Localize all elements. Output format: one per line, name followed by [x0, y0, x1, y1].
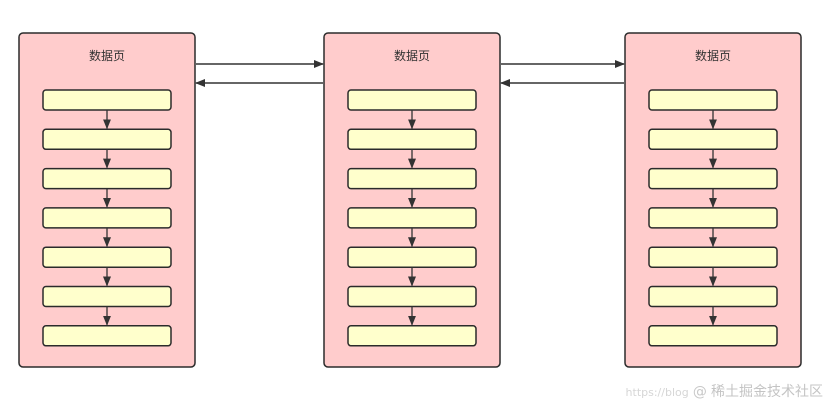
- record-row: [347, 246, 477, 268]
- page-title: 数据页: [394, 48, 430, 63]
- data-page-3: 数据页: [624, 32, 802, 368]
- record-row: [42, 207, 172, 229]
- record-row: [648, 207, 778, 229]
- record-row: [347, 89, 477, 111]
- record-row: [648, 167, 778, 190]
- record-row: [42, 325, 172, 347]
- watermark-url: https://blog: [625, 386, 689, 399]
- page-title: 数据页: [89, 48, 125, 63]
- record-row: [648, 285, 778, 308]
- record-row: [42, 89, 172, 111]
- record-row: [347, 167, 477, 190]
- record-row: [347, 207, 477, 229]
- watermark-at-sign: @: [692, 384, 707, 400]
- record-row: [347, 285, 477, 308]
- data-page-2: 数据页: [323, 32, 501, 368]
- page-title: 数据页: [695, 48, 731, 63]
- record-row: [648, 89, 778, 111]
- record-row: [648, 325, 778, 347]
- record-row: [42, 167, 172, 190]
- data-pages: 数据页 数据页 数据页: [18, 32, 802, 368]
- record-row: [42, 285, 172, 308]
- page-links: [195, 60, 625, 87]
- record-row: [42, 128, 172, 151]
- record-row: [648, 246, 778, 268]
- watermark-name: 稀土掘金技术社区: [711, 384, 823, 400]
- record-row: [347, 325, 477, 347]
- data-page-1: 数据页: [18, 32, 196, 368]
- record-row: [42, 246, 172, 268]
- record-row: [648, 128, 778, 151]
- record-row: [347, 128, 477, 151]
- watermark: https://blog @ 稀土掘金技术社区: [626, 381, 823, 401]
